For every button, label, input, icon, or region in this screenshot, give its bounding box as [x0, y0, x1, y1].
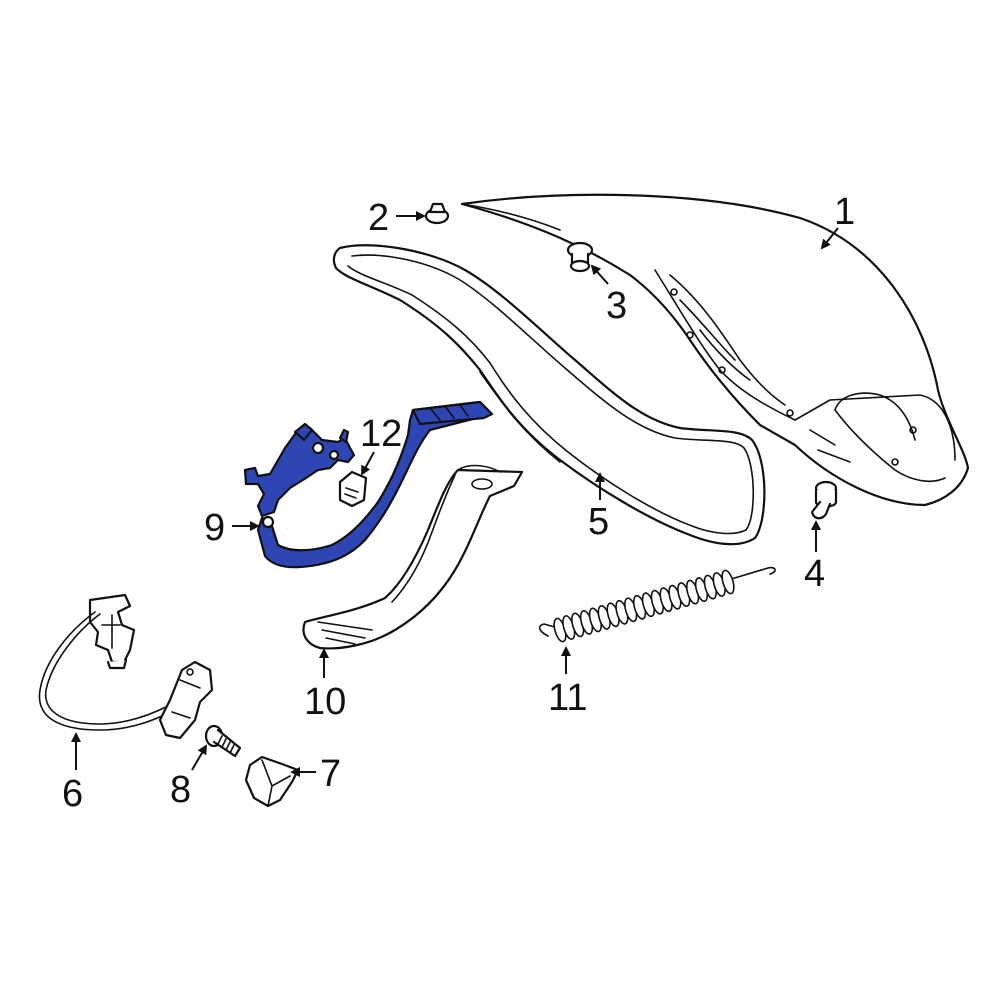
- callout-6: 6: [62, 773, 83, 815]
- callout-10: 10: [304, 681, 346, 723]
- callout-4: 4: [804, 553, 825, 595]
- callout-7: 7: [320, 753, 341, 795]
- bolt-8[interactable]: [204, 724, 242, 758]
- arrow-12: [361, 451, 375, 476]
- callout-3: 3: [606, 285, 627, 327]
- trunk-lid[interactable]: [460, 193, 970, 507]
- callout-2: 2: [368, 197, 389, 239]
- callout-12: 12: [360, 413, 402, 455]
- leader-arrows: [71, 211, 839, 777]
- clip-2[interactable]: [424, 202, 450, 225]
- spring-coils: [553, 569, 735, 643]
- callout-11: 11: [548, 677, 587, 719]
- bracket-12[interactable]: [338, 470, 368, 508]
- hinge-9-highlighted[interactable]: [243, 400, 494, 569]
- callout-5: 5: [588, 501, 609, 543]
- spring-11[interactable]: [538, 566, 776, 643]
- callout-labels: 1 2 3 4 5 6 7 8 9 10 11 12: [62, 191, 855, 815]
- callout-8: 8: [170, 769, 191, 811]
- hinge-cover-10[interactable]: [302, 464, 524, 650]
- weatherstrip-5[interactable]: [332, 244, 766, 546]
- callout-9: 9: [204, 507, 225, 549]
- arrow-3: [590, 264, 609, 285]
- arrow-8: [191, 744, 208, 771]
- callout-1: 1: [834, 191, 855, 233]
- spring-coil: [721, 569, 735, 595]
- cover-7[interactable]: [244, 755, 300, 808]
- bumper-4[interactable]: [810, 480, 838, 520]
- release-cable-6[interactable]: [38, 593, 214, 740]
- arrow-1: [820, 227, 839, 250]
- bumper-3[interactable]: [566, 241, 594, 273]
